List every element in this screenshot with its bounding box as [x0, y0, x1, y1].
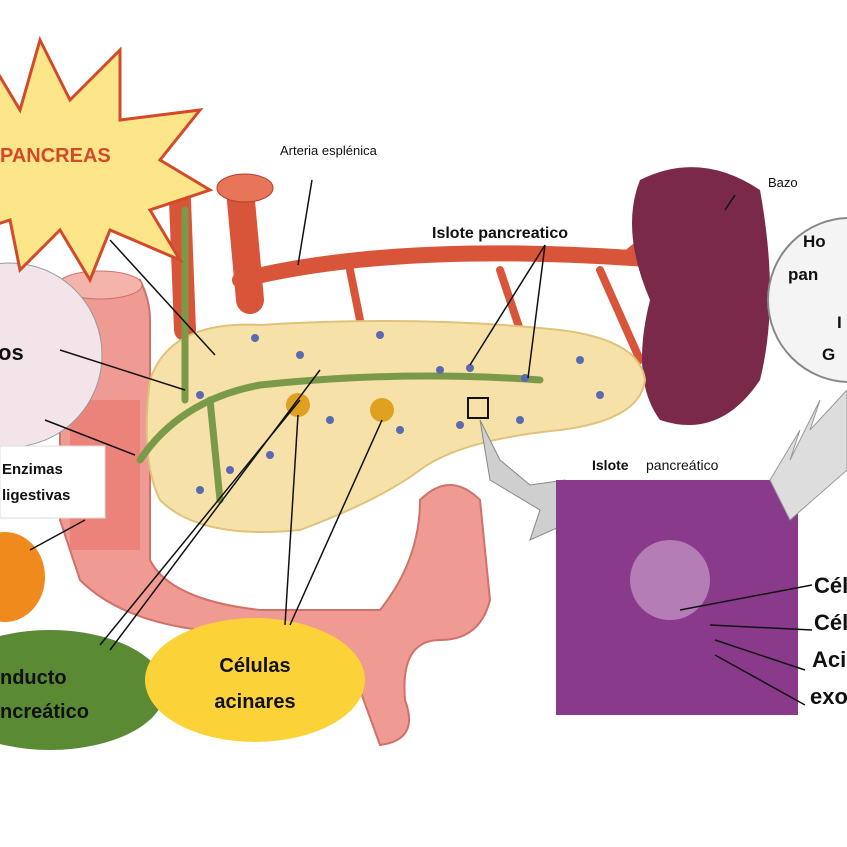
cell-label-1: Cél — [814, 573, 847, 598]
spleen — [632, 167, 770, 425]
enzymes-label-1: Enzimas — [2, 461, 63, 478]
islet-dots — [196, 331, 604, 494]
pancreatic-duct — [136, 206, 544, 504]
islet-label: Islote pancreatico — [432, 225, 568, 242]
duct-circle — [0, 630, 165, 750]
pancreas-burst — [0, 35, 214, 284]
hormone-label-1: Ho — [803, 232, 826, 251]
pancreas-title: PANCREAS — [0, 145, 111, 167]
orange-circle — [0, 532, 45, 622]
islet-photo-label-bold: Islote — [592, 457, 629, 473]
hormone-label-4: G — [822, 345, 835, 364]
acinar-label-2: acinares — [214, 691, 295, 713]
hormone-label-2: pan — [788, 265, 818, 284]
duct-label-1: nducto — [0, 667, 67, 689]
cell-label-2: Cél — [814, 610, 847, 635]
acini — [286, 393, 394, 422]
leader-lines — [29, 179, 813, 706]
islet-marker — [467, 397, 489, 419]
hormone-circle — [767, 217, 847, 383]
enzymes-box — [0, 445, 106, 519]
duct-label-2: ncreático — [0, 701, 89, 723]
pancreas — [145, 320, 647, 533]
cell-label-3: Aci — [812, 647, 846, 672]
hormone-label-3: I — [837, 313, 842, 332]
cell-label-4: exo — [810, 684, 847, 709]
islet-histology — [630, 540, 710, 620]
enzymes-label-2: ligestivas — [2, 487, 70, 504]
spleen-label: Bazo — [768, 175, 798, 190]
acinar-label-1: Células — [219, 655, 290, 677]
aorta-top — [216, 173, 274, 203]
splenic-artery-label: Arteria esplénica — [280, 143, 378, 158]
islet-photo-label: pancreático — [646, 457, 719, 473]
lightning-pointer — [769, 389, 847, 521]
acinar-circle — [145, 618, 365, 742]
left-circle-label: os — [0, 340, 24, 365]
